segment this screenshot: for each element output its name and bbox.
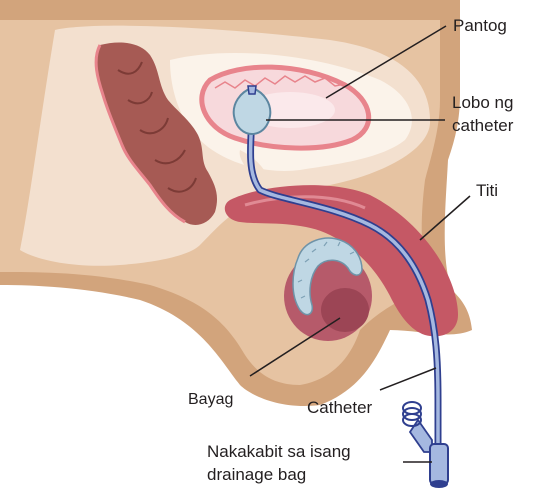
catheter-tip [248,86,256,94]
label-drainage-line2: drainage bag [207,465,306,484]
label-drainage-line1: Nakakabit sa isang [207,442,351,461]
label-catheter: Catheter [307,398,373,417]
label-penis: Titi [476,181,498,200]
label-bladder: Pantog [453,16,507,35]
label-balloon-line1: Lobo ng [452,93,513,112]
drainage-side-port [410,420,432,452]
drainage-connector [430,444,448,484]
drainage-connector-end [430,480,448,488]
label-testicle: Bayag [188,391,233,408]
leader-catheter [380,368,436,390]
label-balloon-line2: catheter [452,116,514,135]
